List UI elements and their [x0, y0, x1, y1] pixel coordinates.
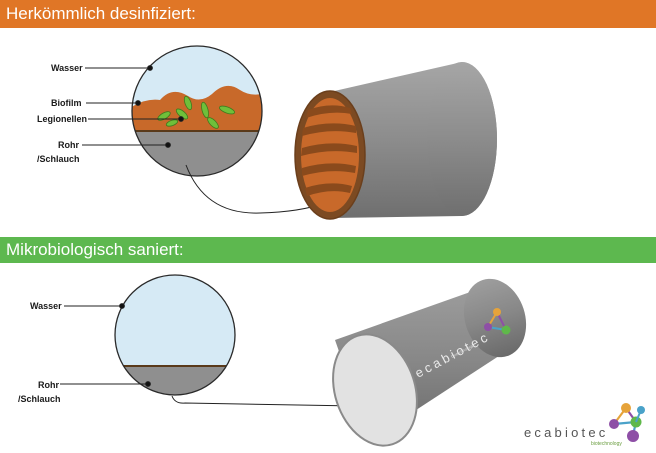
logo-name: ecabiotec [524, 425, 608, 440]
label-biofilm: Biofilm [51, 98, 82, 108]
section-title-top: Herkömmlich desinfiziert: [0, 0, 656, 28]
logo-molecule-icon [609, 403, 645, 442]
label-schlauch-top: /Schlauch [37, 154, 80, 164]
bottom-pipe: ecabiotec biotechnology [332, 278, 527, 447]
top-connector-line [185, 164, 326, 214]
company-logo: ecabiotec biotechnology [524, 403, 645, 447]
pipe-wall-layer [132, 130, 262, 176]
section-title-bottom: Mikrobiologisch saniert: [0, 237, 656, 263]
pipe-opening-clean [332, 333, 418, 447]
pipe-logo-icon [484, 308, 511, 335]
magnifier-outline [131, 45, 263, 177]
top-magnifier [131, 45, 263, 177]
bottom-magnifier [114, 274, 236, 396]
label-rohr-top: Rohr [58, 140, 79, 150]
top-pipe [294, 62, 497, 220]
bottom-connector-line [171, 395, 357, 407]
label-rohr-bottom: Rohr [38, 380, 59, 390]
top-label-lines [82, 65, 184, 148]
magnifier-outline-bottom [114, 274, 236, 396]
biofilm-ridges [301, 105, 357, 196]
biofilm-layer [132, 85, 262, 133]
label-legionellen: Legionellen [37, 114, 87, 124]
label-schlauch-bottom: /Schlauch [18, 394, 61, 404]
label-wasser-top: Wasser [51, 63, 83, 73]
legionella-bacteria [157, 95, 235, 129]
bottom-label-lines [60, 303, 151, 387]
logo-tagline: biotechnology [591, 441, 622, 447]
label-wasser-bottom: Wasser [30, 301, 62, 311]
